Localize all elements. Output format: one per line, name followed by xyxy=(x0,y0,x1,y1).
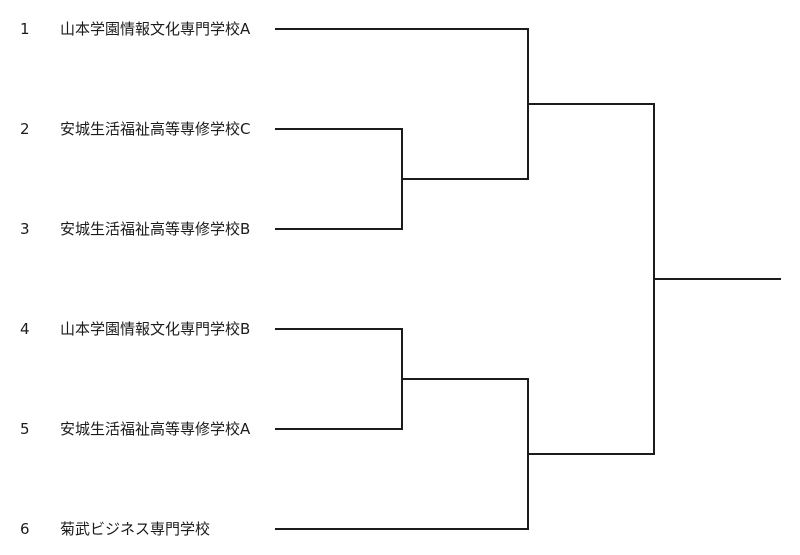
match-2v3-winner-line xyxy=(401,178,528,180)
seed-number: 6 xyxy=(20,520,30,538)
bracket-entry-2: 2 安城生活福祉高等専修学校C xyxy=(0,118,280,140)
team6-line xyxy=(275,528,528,530)
bracket-entry-1: 1 山本学園情報文化専門学校A xyxy=(0,18,280,40)
team-name: 山本学園情報文化専門学校A xyxy=(60,20,251,38)
team-name: 菊武ビジネス専門学校 xyxy=(60,520,211,538)
seed-number: 1 xyxy=(20,20,30,38)
match-4v5-winner-line xyxy=(401,378,528,380)
team-name: 安城生活福祉高等専修学校B xyxy=(60,220,251,238)
bracket-entry-6: 6 菊武ビジネス専門学校 xyxy=(0,518,280,540)
team2-line xyxy=(275,128,402,130)
team3-line xyxy=(275,228,402,230)
bracket-entry-4: 4 山本学園情報文化専門学校B xyxy=(0,318,280,340)
seed-number: 2 xyxy=(20,120,30,138)
bracket-entry-5: 5 安城生活福祉高等専修学校A xyxy=(0,418,280,440)
team-name: 安城生活福祉高等専修学校C xyxy=(60,120,251,138)
seed-number: 3 xyxy=(20,220,30,238)
team-name: 安城生活福祉高等専修学校A xyxy=(60,420,251,438)
team4-line xyxy=(275,328,402,330)
team5-line xyxy=(275,428,402,430)
team-name: 山本学園情報文化専門学校B xyxy=(60,320,251,338)
seed-number: 5 xyxy=(20,420,30,438)
semifinal-top-winner-line xyxy=(527,103,654,105)
bracket-entry-3: 3 安城生活福祉高等専修学校B xyxy=(0,218,280,240)
champion-line xyxy=(653,278,781,280)
semifinal-bottom-winner-line xyxy=(527,453,654,455)
team1-line xyxy=(275,28,528,30)
seed-number: 4 xyxy=(20,320,30,338)
